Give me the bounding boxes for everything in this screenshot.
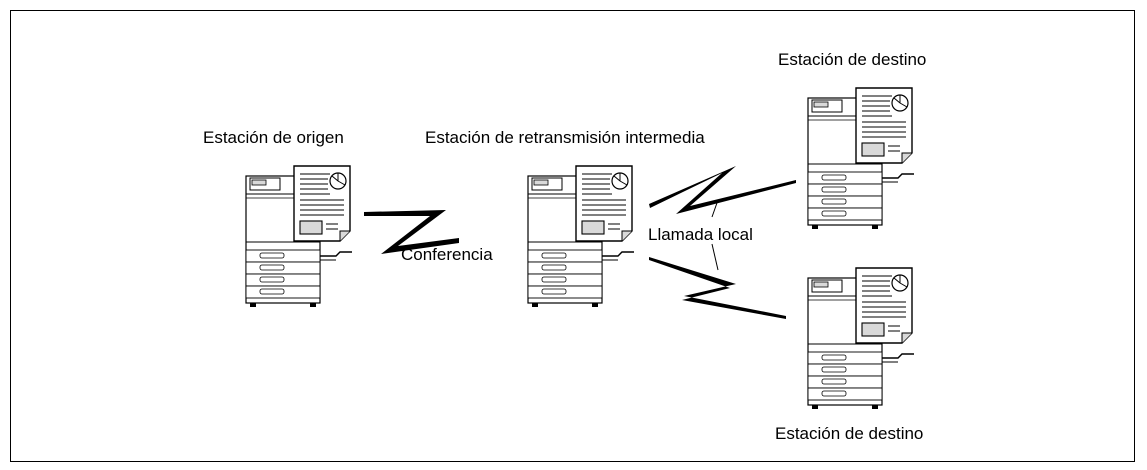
local-call-leader-bottom [711, 243, 719, 271]
local-call-link-bottom-icon [649, 257, 786, 319]
origin-station-machine [245, 165, 353, 308]
local-call-link-top-icon [649, 166, 796, 214]
origin-station-label: Estación de origen [203, 128, 344, 147]
destination-station-bottom-machine [807, 267, 915, 410]
relay-station-label: Estación de retransmisión intermedia [425, 128, 705, 147]
local-call-label: Llamada local [648, 225, 753, 244]
destination-top-label: Estación de destino [778, 50, 927, 69]
conference-label: Conferencia [401, 245, 493, 264]
local-call-leader-top [711, 199, 719, 218]
destination-station-top-machine [807, 87, 915, 230]
conference-link-icon [364, 210, 459, 254]
relay-station-machine [527, 165, 635, 308]
destination-bottom-label: Estación de destino [775, 424, 924, 443]
